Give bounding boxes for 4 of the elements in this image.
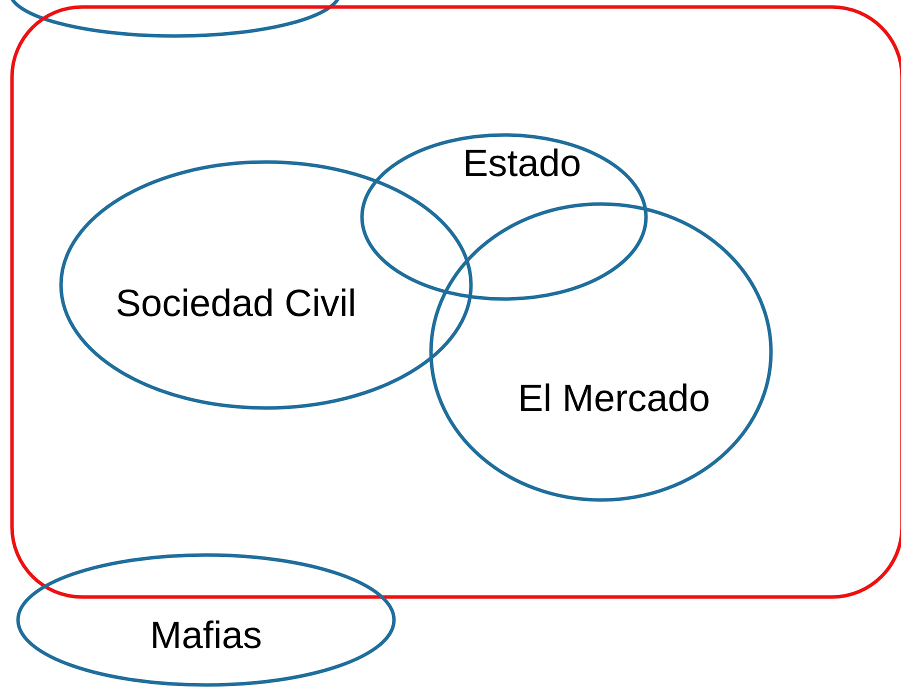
rounded-frame bbox=[10, 5, 901, 599]
ellipse-label: El Mercado bbox=[429, 202, 773, 502]
ellipse-label: Mafias bbox=[16, 553, 396, 687]
ellipse-label: Estado bbox=[360, 133, 648, 301]
